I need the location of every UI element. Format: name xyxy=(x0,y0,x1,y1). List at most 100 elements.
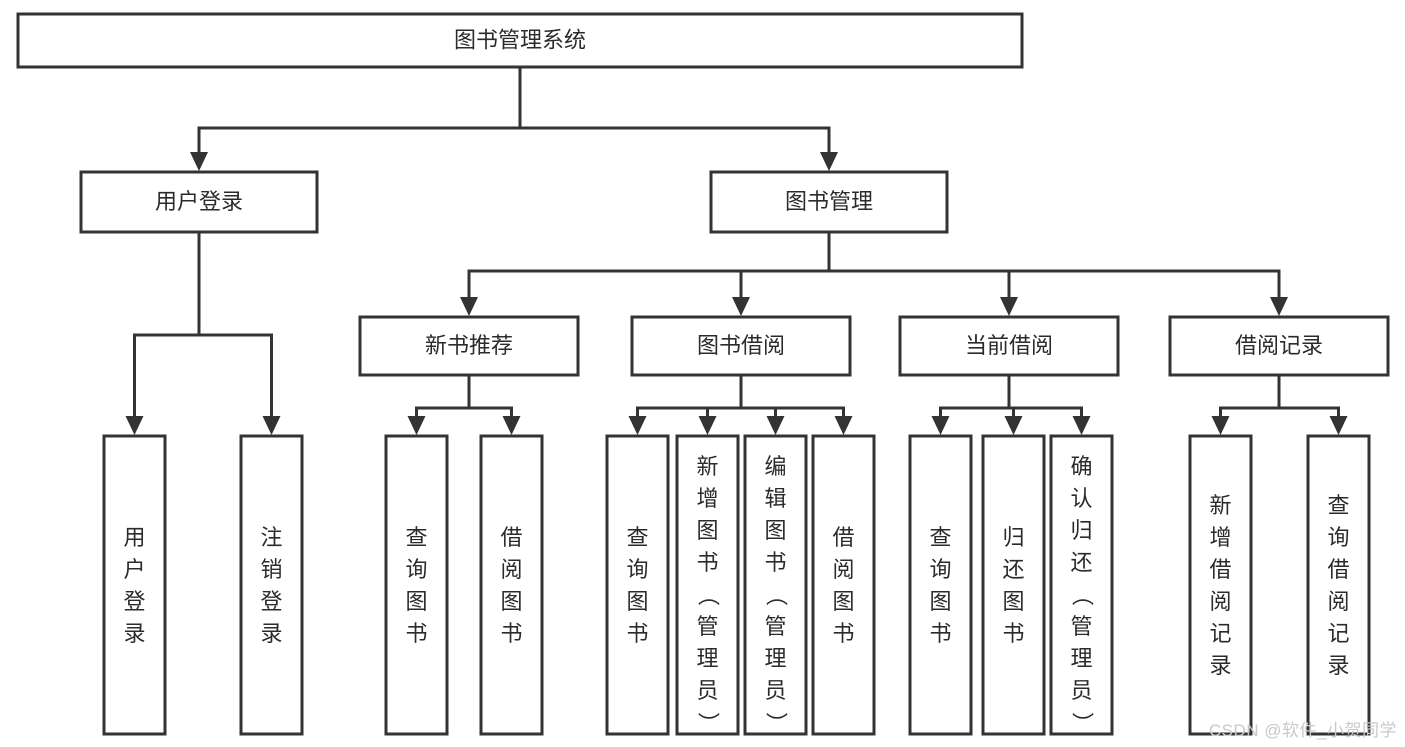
node-box xyxy=(605,434,670,736)
node-box xyxy=(1168,315,1390,377)
arrow-head-icon xyxy=(1211,416,1230,435)
node-label-char: 还 xyxy=(1070,550,1092,575)
node-label-char: 图 xyxy=(626,589,648,614)
arrow-head-icon xyxy=(732,297,750,316)
node-label-char: 注 xyxy=(260,525,282,550)
node-label-char: 书 xyxy=(1002,621,1024,646)
node-label-char: 员 xyxy=(764,678,786,703)
node-label-char: 书 xyxy=(929,621,951,646)
node-label-char: 借 xyxy=(1327,557,1349,582)
node-label-char: 阅 xyxy=(1327,589,1349,614)
arrow-head-icon xyxy=(1270,297,1288,316)
node-label-char: 新 xyxy=(696,454,718,479)
node-book-manage[interactable]: 图书管理 xyxy=(709,170,949,234)
arrow-head-icon xyxy=(502,416,521,435)
node-label-char: 用 xyxy=(123,525,145,550)
node-label-char: 借 xyxy=(1209,557,1231,582)
arrow-head-icon xyxy=(407,416,426,435)
node-box xyxy=(384,434,449,736)
node-label: 图书管理系统 xyxy=(454,27,586,52)
node-box xyxy=(1188,434,1253,736)
node-label-char: 书 xyxy=(626,621,648,646)
node-box xyxy=(981,434,1046,736)
node-layer: 图书管理系统用户登录图书管理新书推荐图书借阅当前借阅借阅记录用户登录注销登录查询… xyxy=(16,12,1390,736)
node-book-borrow[interactable]: 图书借阅 xyxy=(630,315,852,377)
node-label: 图书借阅 xyxy=(697,333,785,358)
node-label-char: 图 xyxy=(832,589,854,614)
node-label: 用户登录 xyxy=(155,189,243,214)
arrow-head-icon xyxy=(190,152,208,171)
node-label-char: 图 xyxy=(500,589,522,614)
node-leaf-user-login[interactable]: 用户登录 xyxy=(102,434,167,736)
node-label-char: 辑 xyxy=(764,486,786,511)
node-label-char: （ xyxy=(1070,584,1095,606)
node-box xyxy=(898,315,1120,377)
node-label-char: 查 xyxy=(1327,493,1349,518)
node-box xyxy=(709,170,949,234)
arrow-head-icon xyxy=(820,152,838,171)
node-box xyxy=(1306,434,1371,736)
node-label: 图书管理 xyxy=(785,189,873,214)
node-label-char: 借 xyxy=(832,525,854,550)
node-current-borrow[interactable]: 当前借阅 xyxy=(898,315,1120,377)
node-box xyxy=(16,12,1024,69)
node-user-login[interactable]: 用户登录 xyxy=(79,170,319,234)
node-label-char: 询 xyxy=(405,557,427,582)
node-label-char: 书 xyxy=(405,621,427,646)
node-label-char: 图 xyxy=(405,589,427,614)
node-box xyxy=(479,434,544,736)
node-label-char: 销 xyxy=(260,557,282,582)
node-label-char: ） xyxy=(764,712,789,734)
node-label-char: 管 xyxy=(696,614,718,639)
node-label-char: 书 xyxy=(696,550,718,575)
node-label-char: 员 xyxy=(1070,678,1092,703)
node-root[interactable]: 图书管理系统 xyxy=(16,12,1024,69)
arrow-head-icon xyxy=(460,297,478,316)
arrow-head-icon xyxy=(1004,416,1023,435)
node-box xyxy=(675,434,740,736)
arrow-head-icon xyxy=(834,416,853,435)
arrow-head-icon xyxy=(698,416,717,435)
node-box xyxy=(358,315,580,377)
node-new-book-rec[interactable]: 新书推荐 xyxy=(358,315,580,377)
node-label-char: 图 xyxy=(696,518,718,543)
node-label-char: 还 xyxy=(1002,557,1024,582)
node-label-char: 借 xyxy=(500,525,522,550)
node-label-char: 书 xyxy=(764,550,786,575)
arrow-head-icon xyxy=(931,416,950,435)
node-label-char: 书 xyxy=(500,621,522,646)
node-label-char: 询 xyxy=(929,557,951,582)
edge-layer xyxy=(125,65,1348,435)
node-label-char: 理 xyxy=(696,646,718,671)
node-label: 借阅记录 xyxy=(1235,333,1323,358)
node-label-char: 确 xyxy=(1070,454,1092,479)
node-box xyxy=(1049,434,1114,736)
node-borrow-record[interactable]: 借阅记录 xyxy=(1168,315,1390,377)
node-label: 新书推荐 xyxy=(425,333,513,358)
node-label-char: 录 xyxy=(1209,653,1231,678)
node-label-char: 阅 xyxy=(1209,589,1231,614)
node-label-char: 书 xyxy=(832,621,854,646)
node-label-char: 查 xyxy=(929,525,951,550)
node-label-char: 归 xyxy=(1002,525,1024,550)
node-label-char: 查 xyxy=(626,525,648,550)
arrow-head-icon xyxy=(766,416,785,435)
node-label-char: 归 xyxy=(1070,518,1092,543)
node-label-char: 录 xyxy=(260,621,282,646)
node-label-char: 录 xyxy=(1327,653,1349,678)
node-label-char: 查 xyxy=(405,525,427,550)
node-label-char: 管 xyxy=(1070,614,1092,639)
